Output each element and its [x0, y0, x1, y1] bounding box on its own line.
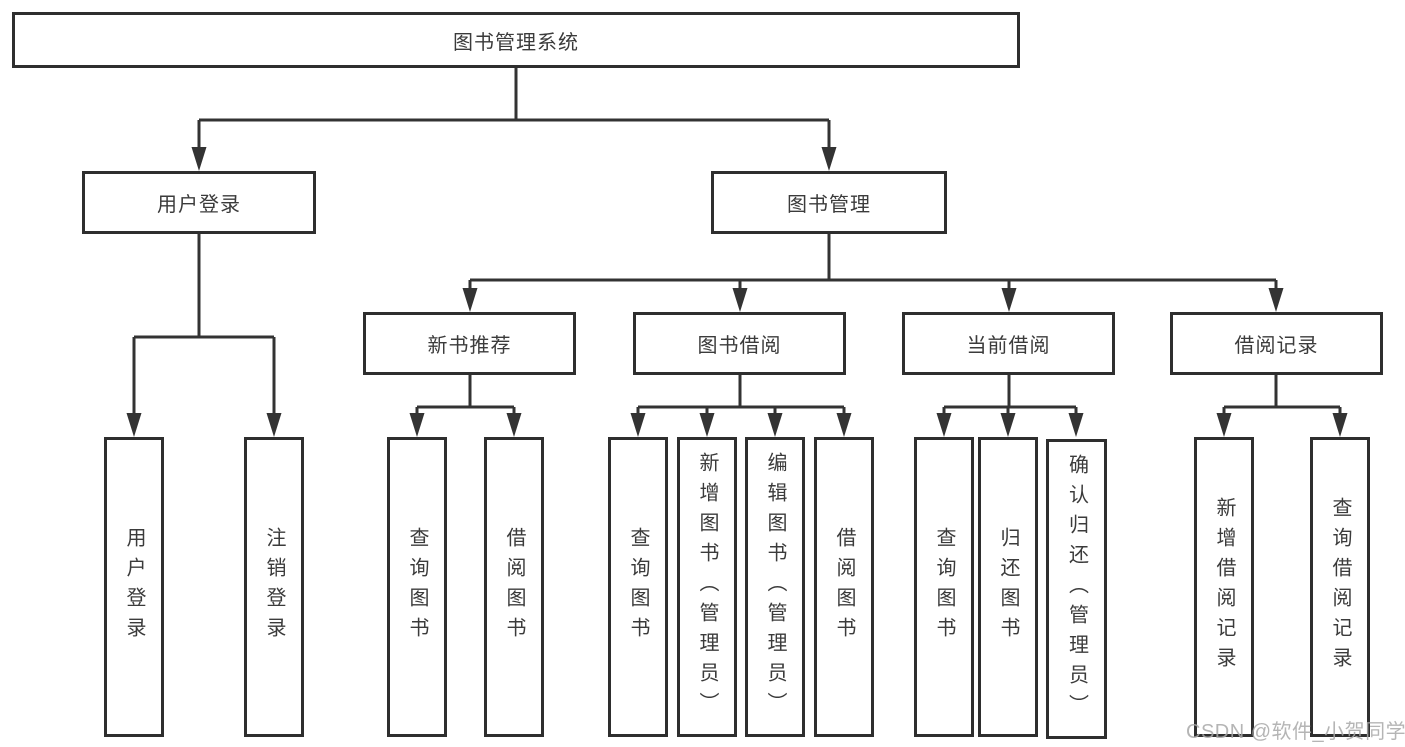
leaf-user-login: 用户登录	[104, 437, 164, 737]
arrow-down-icon	[409, 413, 425, 437]
leaf-query-books-borrow-label: 查询图书	[627, 527, 649, 647]
leaf-user-login-label: 用户登录	[123, 527, 145, 647]
arrow-down-icon	[1268, 288, 1284, 312]
arrow-down-icon	[191, 147, 207, 171]
arrow-down-icon	[836, 413, 852, 437]
leaf-edit-book-admin: 编辑图书（管理员）	[745, 437, 805, 737]
node-root-label: 图书管理系统	[453, 31, 579, 54]
leaf-borrow-books-recommend-label: 借阅图书	[503, 527, 525, 647]
connector-lines	[132, 68, 1342, 417]
leaf-query-books-current: 查询图书	[914, 437, 974, 737]
leaf-return-books: 归还图书	[978, 437, 1038, 737]
arrow-down-icon	[936, 413, 952, 437]
node-borrow-records: 借阅记录	[1170, 312, 1383, 375]
arrow-down-icon	[1068, 413, 1084, 437]
leaf-borrow-books-borrow-label: 借阅图书	[833, 527, 855, 647]
node-current-borrow-label: 当前借阅	[966, 335, 1051, 357]
node-user-login: 用户登录	[82, 171, 316, 234]
arrowheads	[126, 147, 1348, 437]
leaf-query-borrow-record: 查询借阅记录	[1310, 437, 1370, 737]
node-new-book-recommend-label: 新书推荐	[427, 335, 512, 357]
leaf-add-borrow-record: 新增借阅记录	[1194, 437, 1254, 737]
leaf-add-book-admin: 新增图书（管理员）	[677, 437, 737, 737]
leaf-confirm-return-admin-label: 确认归还（管理员）	[1065, 454, 1088, 724]
arrow-down-icon	[767, 413, 783, 437]
node-user-login-label: 用户登录	[157, 194, 241, 216]
arrow-down-icon	[266, 413, 282, 437]
leaf-borrow-books-recommend: 借阅图书	[484, 437, 544, 737]
leaf-confirm-return-admin: 确认归还（管理员）	[1046, 439, 1107, 739]
arrow-down-icon	[821, 147, 837, 171]
arrow-down-icon	[1332, 413, 1348, 437]
arrow-down-icon	[506, 413, 522, 437]
node-new-book-recommend: 新书推荐	[363, 312, 576, 375]
arrow-down-icon	[732, 288, 748, 312]
node-root: 图书管理系统	[12, 12, 1020, 68]
leaf-add-borrow-record-label: 新增借阅记录	[1213, 497, 1235, 677]
node-book-management-label: 图书管理	[787, 194, 871, 216]
node-book-borrow-label: 图书借阅	[697, 335, 782, 357]
arrow-down-icon	[126, 413, 142, 437]
watermark: CSDN @软件_小贺同学	[1186, 721, 1405, 743]
arrow-down-icon	[630, 413, 646, 437]
node-borrow-records-label: 借阅记录	[1234, 335, 1319, 357]
leaf-query-books-borrow: 查询图书	[608, 437, 668, 737]
arrow-down-icon	[462, 288, 478, 312]
arrow-down-icon	[699, 413, 715, 437]
leaf-query-books-current-label: 查询图书	[933, 527, 955, 647]
leaf-borrow-books-borrow: 借阅图书	[814, 437, 874, 737]
leaf-query-books-recommend: 查询图书	[387, 437, 447, 737]
leaf-return-books-label: 归还图书	[997, 527, 1019, 647]
arrow-down-icon	[1216, 413, 1232, 437]
node-book-borrow: 图书借阅	[633, 312, 846, 375]
arrow-down-icon	[1001, 288, 1017, 312]
node-current-borrow: 当前借阅	[902, 312, 1115, 375]
leaf-query-books-recommend-label: 查询图书	[406, 527, 428, 647]
leaf-edit-book-admin-label: 编辑图书（管理员）	[764, 452, 786, 722]
leaf-query-borrow-record-label: 查询借阅记录	[1329, 497, 1351, 677]
node-book-management: 图书管理	[711, 171, 947, 234]
leaf-add-book-admin-label: 新增图书（管理员）	[696, 452, 718, 722]
leaf-logout: 注销登录	[244, 437, 304, 737]
leaf-logout-label: 注销登录	[263, 527, 285, 647]
arrow-down-icon	[1000, 413, 1016, 437]
